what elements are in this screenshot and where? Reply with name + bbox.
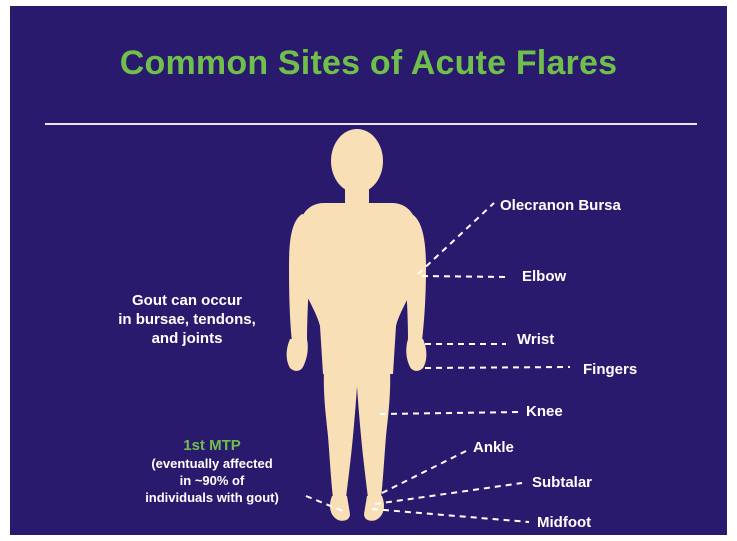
mtp-line-2: in ~90% of xyxy=(122,472,302,489)
label-subtalar: Subtalar xyxy=(532,474,592,491)
midfoot-pointer xyxy=(372,509,529,522)
mtp-title: 1st MTP xyxy=(122,436,302,455)
fingers-pointer xyxy=(425,367,570,368)
mtp-line-1: (eventually affected xyxy=(122,455,302,472)
side-note-line-2: in bursae, tendons, xyxy=(102,310,272,329)
elbow-pointer xyxy=(422,276,510,277)
slide: Common Sites of Acute Flares xyxy=(10,6,727,535)
label-fingers: Fingers xyxy=(583,361,637,378)
mtp-note: 1st MTP (eventually affected in ~90% of … xyxy=(122,436,302,506)
label-knee: Knee xyxy=(526,403,563,420)
mtp-line-3: individuals with gout) xyxy=(122,489,302,506)
side-note-line-3: and joints xyxy=(102,329,272,348)
body-diagram xyxy=(10,6,727,535)
olecranon-pointer xyxy=(418,203,494,274)
knee-pointer xyxy=(380,412,522,414)
ankle-pointer xyxy=(382,450,468,493)
label-midfoot: Midfoot xyxy=(537,514,591,531)
label-olecranon-bursa: Olecranon Bursa xyxy=(500,197,621,214)
label-ankle: Ankle xyxy=(473,439,514,456)
human-figure xyxy=(287,129,427,521)
side-note: Gout can occur in bursae, tendons, and j… xyxy=(102,291,272,348)
label-wrist: Wrist xyxy=(517,331,554,348)
label-elbow: Elbow xyxy=(522,268,566,285)
side-note-line-1: Gout can occur xyxy=(102,291,272,310)
